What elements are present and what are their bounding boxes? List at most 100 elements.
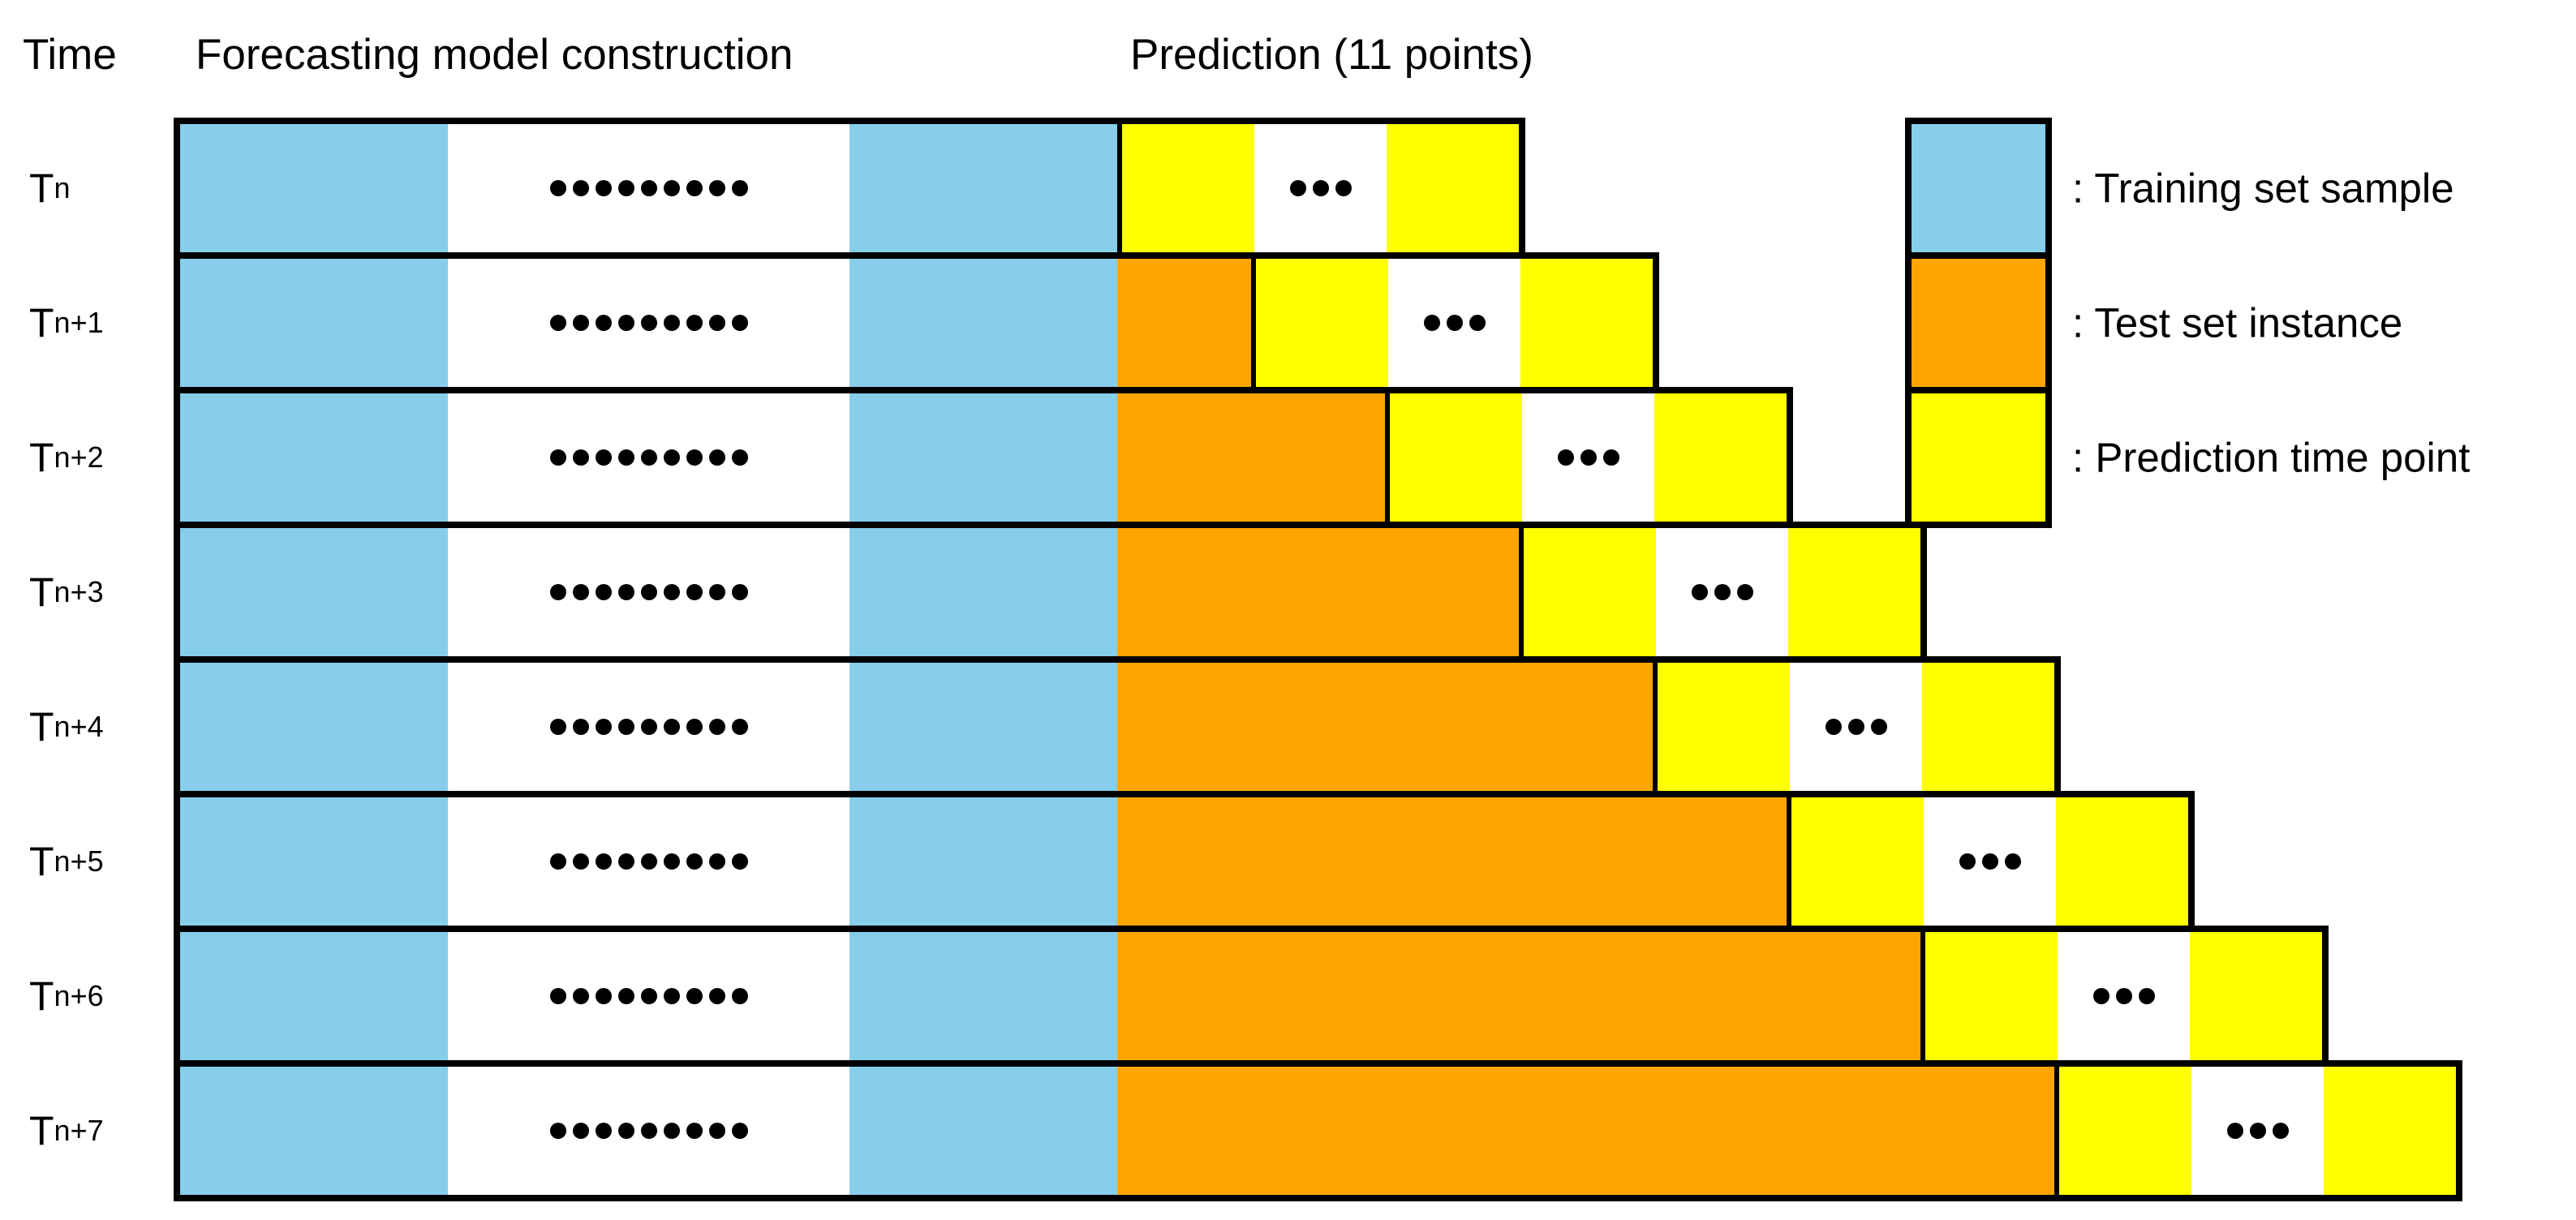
ellipsis-dot — [572, 315, 589, 331]
training-segment-ellipsis — [448, 663, 849, 791]
prediction-cell-last — [1387, 124, 1519, 252]
ellipsis-dot — [549, 1123, 566, 1139]
time-step-label-subscript: n+5 — [54, 844, 104, 878]
ellipsis-dot — [640, 853, 657, 870]
ellipsis-dot — [708, 988, 725, 1004]
test-set-segment — [1117, 1067, 2054, 1195]
ellipsis-dot — [708, 315, 725, 331]
ellipsis-dot — [1847, 719, 1864, 735]
time-step-label-base: T — [29, 435, 54, 480]
training-ellipsis-dots — [549, 315, 748, 331]
ellipsis-dot — [572, 449, 589, 466]
ellipsis-dot — [595, 584, 612, 600]
ellipsis-dot — [572, 1123, 589, 1139]
prediction-cell-ellipsis — [1254, 124, 1387, 252]
training-segment-right — [849, 259, 1117, 387]
prediction-ellipsis-dots — [1557, 449, 1619, 466]
prediction-cell-last — [2190, 932, 2322, 1060]
ellipsis-dot — [731, 315, 748, 331]
prediction-cell-first — [1791, 797, 1924, 926]
ellipsis-dot — [549, 584, 566, 600]
training-segment-ellipsis — [448, 797, 849, 926]
time-step-label-base: T — [29, 300, 54, 346]
ellipsis-dot — [663, 315, 680, 331]
time-step-label-base: T — [29, 704, 54, 750]
time-step-label-base: T — [29, 1108, 54, 1153]
ellipsis-dot — [1469, 315, 1486, 331]
ellipsis-dot — [549, 853, 566, 870]
prediction-cell-first — [1390, 393, 1522, 522]
ellipsis-dot — [731, 584, 748, 600]
prediction-cell-first — [1122, 124, 1254, 252]
time-step-label-subscript: n+2 — [54, 440, 104, 474]
test-set-segment — [1117, 528, 1519, 656]
ellipsis-dot — [708, 584, 725, 600]
model-construction-header: Forecasting model construction — [196, 31, 793, 79]
time-step-label-subscript: n+6 — [54, 979, 104, 1012]
training-ellipsis-dots — [549, 853, 748, 870]
prediction-cell-last — [1788, 528, 1920, 656]
training-ellipsis-dots — [549, 719, 748, 735]
ellipsis-dot — [731, 853, 748, 870]
test-set-segment — [1117, 259, 1251, 387]
training-segment-ellipsis — [448, 259, 849, 387]
ellipsis-dot — [549, 449, 566, 466]
prediction-header: Prediction (11 points) — [1130, 31, 1533, 79]
time-step-label-base: T — [29, 569, 54, 615]
prediction-window — [1251, 259, 1653, 387]
ellipsis-dot — [617, 1123, 634, 1139]
test-set-segment — [1117, 797, 1787, 926]
ellipsis-dot — [1580, 449, 1597, 466]
prediction-window — [1117, 124, 1519, 252]
prediction-cell-ellipsis — [1924, 797, 2056, 926]
legend-swatch-prediction — [1905, 387, 2052, 528]
training-segment-right — [849, 393, 1117, 522]
ellipsis-dot — [595, 449, 612, 466]
ellipsis-dot — [2092, 988, 2109, 1004]
prediction-cell-last — [1654, 393, 1787, 522]
training-segment-left — [180, 528, 448, 656]
prediction-window — [1519, 528, 1920, 656]
ellipsis-dot — [595, 988, 612, 1004]
training-segment-left — [180, 797, 448, 926]
ellipsis-dot — [640, 315, 657, 331]
ellipsis-dot — [686, 853, 703, 870]
ellipsis-dot — [1870, 719, 1887, 735]
ellipsis-dot — [708, 719, 725, 735]
ellipsis-dot — [617, 584, 634, 600]
ellipsis-dot — [2249, 1123, 2266, 1139]
ellipsis-dot — [595, 315, 612, 331]
training-segment-left — [180, 1067, 448, 1195]
prediction-window — [2054, 1067, 2456, 1195]
time-step-label-base: T — [29, 973, 54, 1019]
training-segment-right — [849, 932, 1117, 1060]
ellipsis-dot — [572, 853, 589, 870]
ellipsis-dot — [549, 180, 566, 196]
ellipsis-dot — [663, 853, 680, 870]
training-segment-right — [849, 1067, 1117, 1195]
legend-label-training: : Training set sample — [2072, 165, 2454, 212]
ellipsis-dot — [640, 988, 657, 1004]
ellipsis-dot — [640, 719, 657, 735]
ellipsis-dot — [572, 584, 589, 600]
prediction-window — [1920, 932, 2322, 1060]
ellipsis-dot — [663, 1123, 680, 1139]
ellipsis-dot — [1446, 315, 1463, 331]
ellipsis-dot — [708, 449, 725, 466]
prediction-cell-ellipsis — [1656, 528, 1788, 656]
ellipsis-dot — [1981, 853, 1998, 870]
training-segment-right — [849, 663, 1117, 791]
training-ellipsis-dots — [549, 180, 748, 196]
training-ellipsis-dots — [549, 449, 748, 466]
ellipsis-dot — [1423, 315, 1440, 331]
ellipsis-dot — [686, 180, 703, 196]
